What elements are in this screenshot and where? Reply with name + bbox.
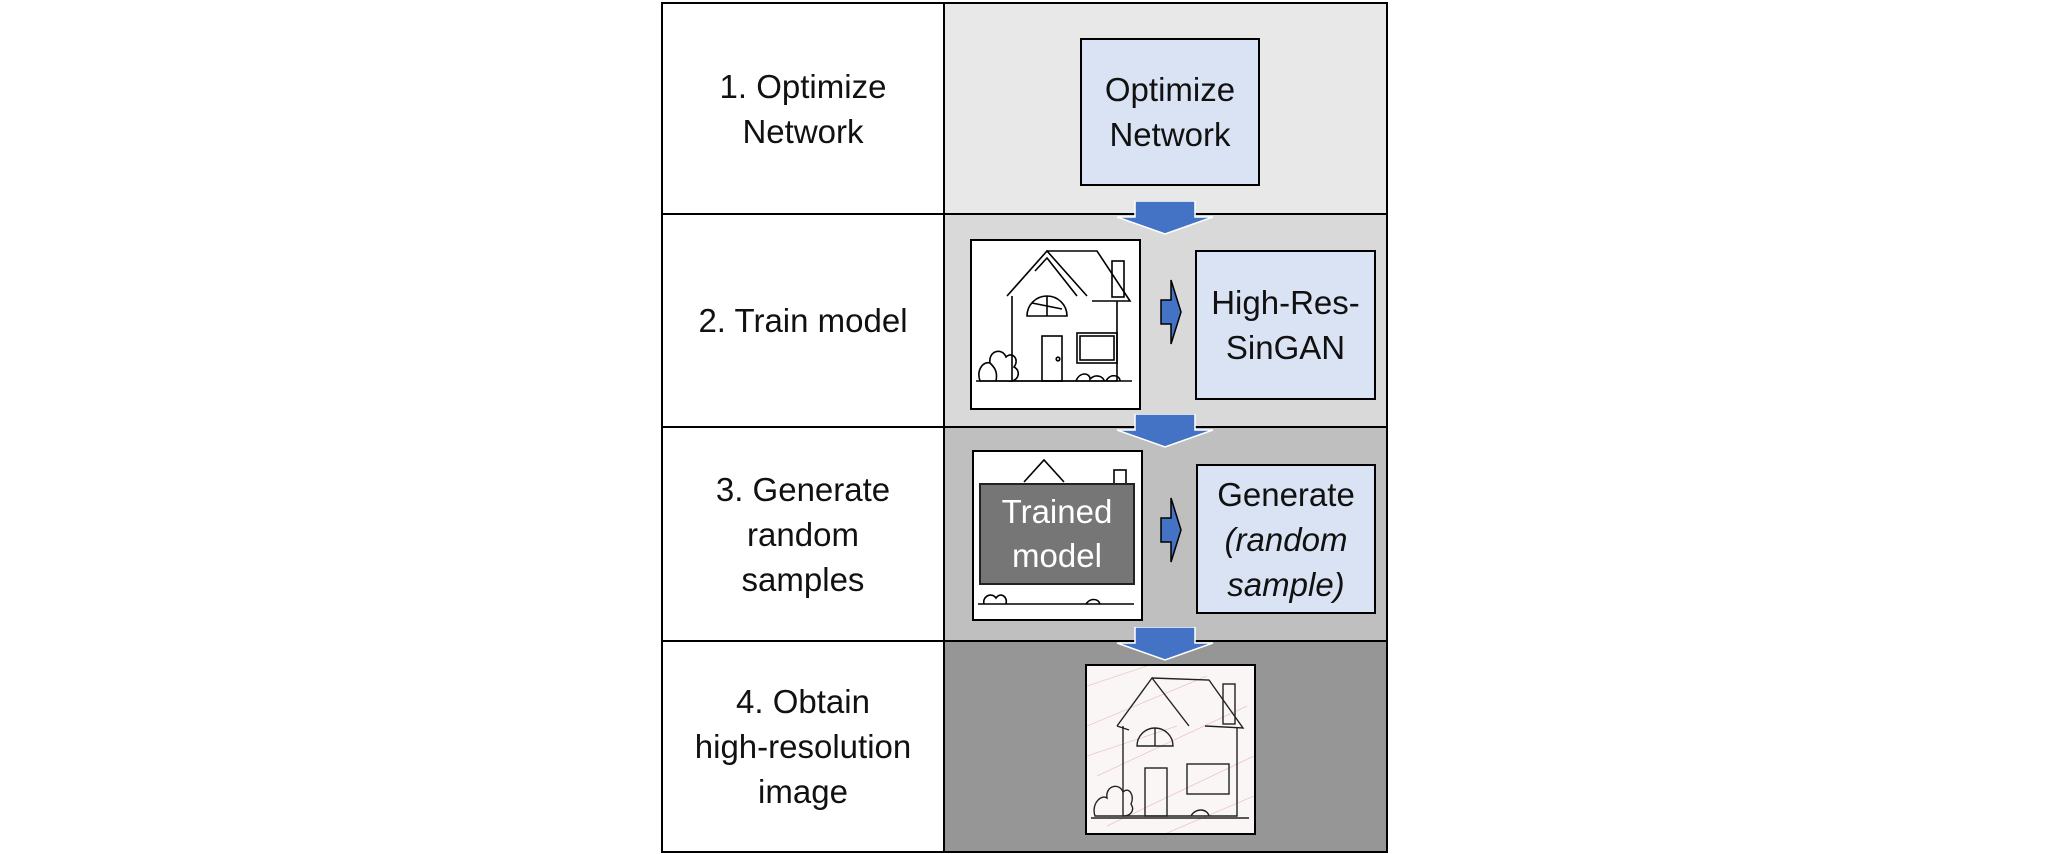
high-res-singan-box: High-Res- SinGAN [1195,250,1376,400]
step-1-label: 1. Optimize Network [719,67,887,150]
arrow-right-icon [1160,497,1182,563]
arrow-down-icon [1116,627,1214,661]
high-res-singan-text: High-Res- SinGAN [1211,284,1360,366]
step-4-panel [943,640,1388,853]
step-3-panel: Trained model Generate (random sample) [943,426,1388,642]
optimize-network-box: Optimize Network [1080,38,1260,186]
trained-model-text: Trained model [1001,493,1113,574]
generate-text: Generate [1217,475,1355,513]
step-1-label-cell: 1. Optimize Network [661,2,945,215]
step-2-label: 2. Train model [698,302,908,339]
house-high-resolution-sketch-icon [1087,666,1254,833]
arrow-down-icon [1116,201,1214,235]
training-image-frame [970,239,1141,410]
step-1-panel: Optimize Network [943,2,1388,215]
random-sample-text: (random sample) [1224,520,1348,603]
step-4-label: 4. Obtain high-resolution image [694,683,912,810]
step-3-label: 3. Generate random samples [715,470,891,598]
arrow-down-icon [1116,414,1214,448]
optimize-network-text: Optimize Network [1104,71,1236,153]
step-2-panel: High-Res- SinGAN [943,213,1388,428]
step-2-label-cell: 2. Train model [661,213,945,428]
trained-model-box: Trained model [979,483,1135,585]
arrow-right-icon [1160,279,1182,345]
step-4-label-cell: 4. Obtain high-resolution image [661,640,945,853]
generate-box: Generate (random sample) [1196,464,1376,614]
output-image-frame [1085,664,1256,835]
house-drawing-icon [978,458,1134,605]
step-3-label-cell: 3. Generate random samples [661,426,945,642]
house-drawing-icon [976,249,1132,382]
